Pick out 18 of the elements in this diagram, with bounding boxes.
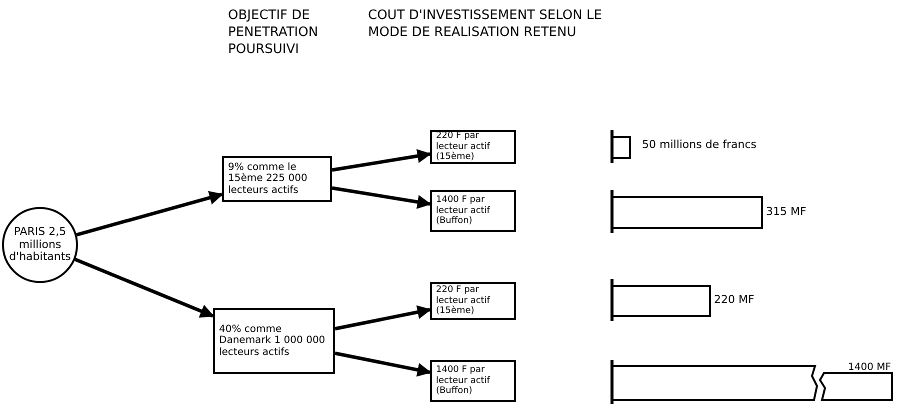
objective-box: 9% comme le 15ème 225 000 lecteurs actifs [222, 156, 332, 202]
arrow [334, 305, 432, 330]
arrow [76, 190, 224, 236]
cost-box: 1400 F par lecteur actif (Buffon) [430, 360, 516, 402]
objective-box: 40% comme Danemark 1 000 000 lecteurs actifs [213, 308, 335, 374]
arrow [74, 258, 214, 318]
cost-box: 220 F par lecteur actif (15ème) [430, 282, 516, 320]
arrow [334, 352, 432, 377]
cost-box: 1400 F par lecteur actif (Buffon) [430, 190, 516, 232]
value-label: 315 MF [766, 205, 808, 220]
arrow [332, 149, 432, 172]
value-label: 50 millions de francs [642, 138, 758, 152]
city-circle: PARIS 2,5 millions d'habitants [2, 207, 78, 283]
value-label: 220 MF [714, 293, 756, 308]
column-heading: OBJECTIF DE PENETRATION POURSUIVI [228, 8, 320, 59]
arrow [332, 186, 432, 209]
value-label: 1400 MF [848, 361, 892, 374]
column-heading: COUT D'INVESTISSEMENT SELON LE MODE DE REALISATION RETENU [368, 8, 603, 42]
